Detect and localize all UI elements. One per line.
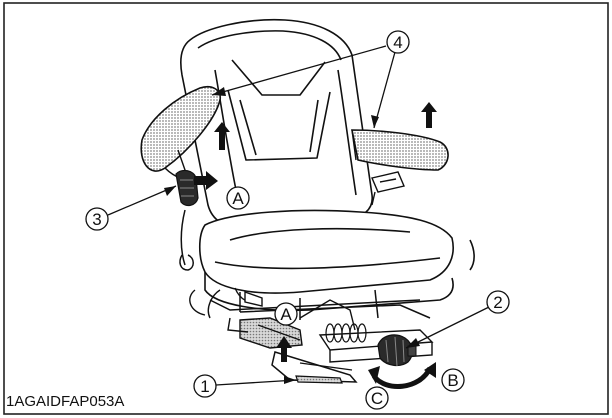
callout-2-label: 2 (493, 293, 502, 312)
callout-2: 2 (486, 290, 510, 314)
letter-b: B (441, 368, 465, 392)
arrow-knob-a (194, 171, 218, 190)
letter-a-upper-label: A (232, 189, 244, 208)
letter-a-lower-label: A (280, 305, 292, 324)
letter-c-label: C (371, 389, 383, 408)
right-armrest (351, 129, 449, 171)
callout-4-label: 4 (393, 33, 402, 52)
seat-cushion (198, 209, 475, 312)
letter-c: C (365, 386, 389, 410)
arrow-armrest-left-up (214, 122, 230, 150)
seat-back (180, 18, 373, 229)
callout-3: 3 (85, 207, 109, 231)
callout-3-label: 3 (92, 210, 101, 229)
letter-a-lower: A (274, 302, 298, 326)
slide-rail-lever (271, 351, 358, 384)
armrest-adjust-knob (175, 169, 199, 207)
figure-frame (3, 2, 609, 415)
seat-belt-buckle (371, 171, 405, 206)
rotation-arrow (368, 362, 436, 389)
arrow-lever-a (276, 336, 292, 362)
weight-adjust-knob (377, 334, 417, 367)
letter-b-label: B (447, 371, 458, 390)
letter-a-upper: A (226, 186, 250, 210)
leader-arrowheads (164, 87, 420, 384)
callout-1-label: 1 (200, 377, 209, 396)
leader-lines (107, 45, 490, 386)
callout-1: 1 (193, 374, 217, 398)
arrow-armrest-right-up (421, 102, 437, 128)
figure-code: 1AGAIDFAP053A (6, 393, 125, 410)
callout-4: 4 (386, 30, 410, 54)
